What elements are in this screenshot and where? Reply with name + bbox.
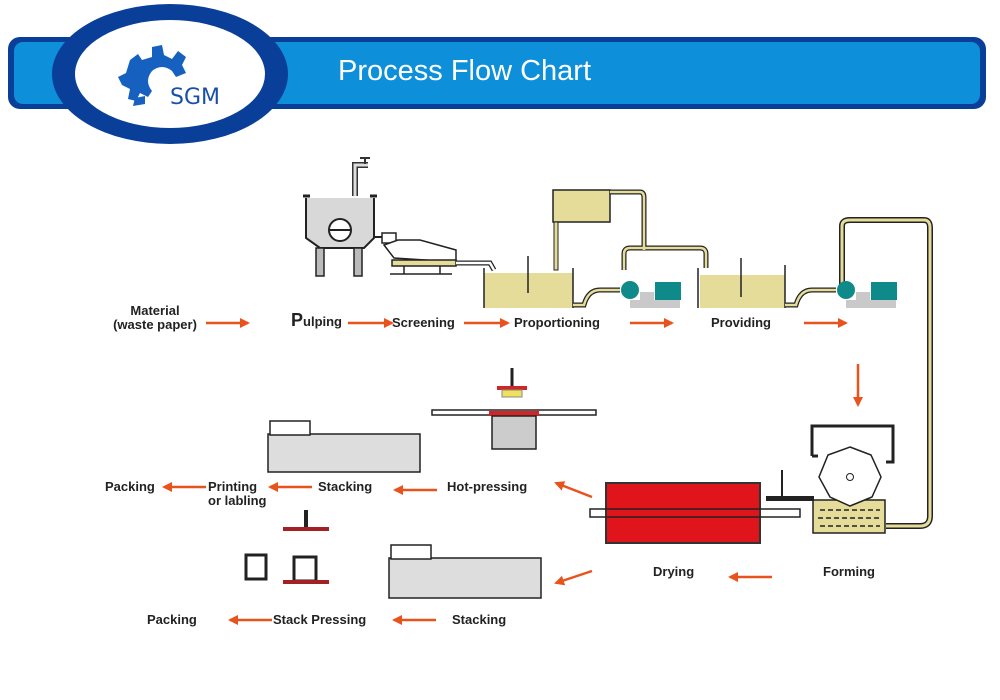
stacking-machine-lower bbox=[388, 544, 542, 599]
gear-icon bbox=[118, 45, 186, 106]
pump-1 bbox=[621, 281, 681, 308]
header-banner bbox=[8, 4, 986, 144]
pump-2 bbox=[837, 281, 897, 308]
label-stacking-lower: Stacking bbox=[452, 612, 507, 627]
label-material: Material (waste paper) bbox=[100, 304, 210, 332]
label-stack-pressing: Stack Pressing bbox=[273, 612, 367, 627]
stacking-machine-upper bbox=[267, 420, 421, 473]
label-material-line1: Material bbox=[130, 303, 180, 318]
label-pulping-initial: P bbox=[291, 310, 304, 330]
label-proportioning: Proportioning bbox=[514, 315, 600, 330]
label-packing-lower: Packing bbox=[147, 612, 197, 627]
screen-machine bbox=[374, 232, 497, 275]
label-screening: Screening bbox=[392, 315, 455, 330]
flow-arrows bbox=[162, 318, 863, 625]
label-packing-upper: Packing bbox=[105, 479, 155, 494]
pulper-machine bbox=[303, 157, 377, 277]
forming-machine bbox=[766, 424, 895, 534]
page-title: Process Flow Chart bbox=[338, 55, 592, 87]
label-forming: Forming bbox=[823, 564, 875, 579]
stack-press bbox=[244, 510, 329, 584]
proportioning-tank bbox=[483, 189, 709, 308]
dryer-machine bbox=[589, 482, 801, 544]
logo-background bbox=[75, 20, 265, 128]
label-hot-pressing: Hot-pressing bbox=[447, 479, 528, 494]
label-stacking-upper: Stacking bbox=[318, 479, 373, 494]
arrow-drying-to-hotpressing bbox=[554, 481, 593, 499]
label-drying: Drying bbox=[653, 564, 695, 579]
providing-tank bbox=[697, 217, 933, 529]
label-material-line2: (waste paper) bbox=[113, 317, 197, 332]
logo-text: SGM bbox=[170, 85, 220, 110]
label-pulping-rest: ulping bbox=[303, 314, 343, 329]
arrow-drying-to-stacking bbox=[554, 569, 593, 586]
label-printing: Printing or labling bbox=[208, 480, 267, 508]
label-printing-line2: or labling bbox=[208, 493, 267, 508]
label-providing: Providing bbox=[711, 315, 771, 330]
hot-press-machine bbox=[431, 368, 597, 450]
label-printing-line1: Printing bbox=[208, 479, 258, 494]
label-pulping: Pulping bbox=[291, 310, 343, 330]
